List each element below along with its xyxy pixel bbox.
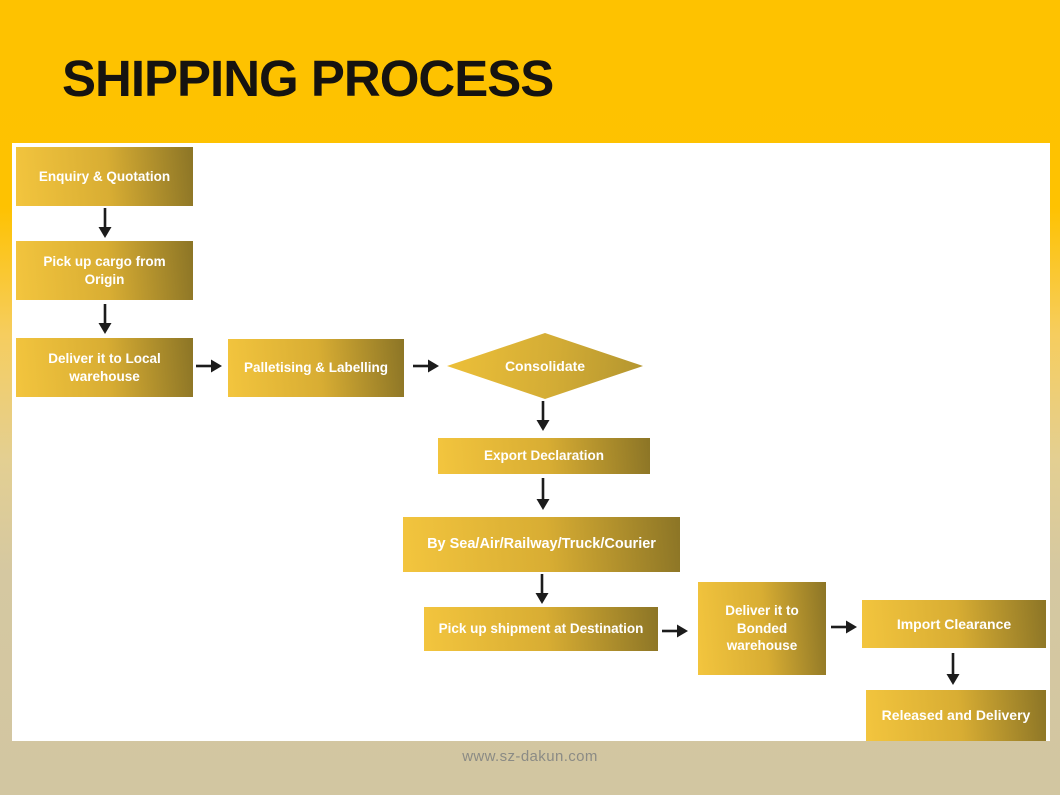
flowchart-panel: Enquiry & Quotation Pick up cargo from O… xyxy=(12,143,1050,741)
node-released-delivery: Released and Delivery xyxy=(866,690,1046,741)
node-consolidate-diamond: Consolidate xyxy=(447,333,643,399)
arrow-right-deliver-bonded-to-import-clearance xyxy=(831,620,857,634)
node-export-declaration: Export Declaration xyxy=(438,438,650,474)
arrow-down-enquiry-to-pickup-origin xyxy=(98,208,112,238)
arrow-down-pickup-origin-to-deliver-local xyxy=(98,304,112,334)
node-deliver-bonded-warehouse: Deliver it to Bonded warehouse xyxy=(698,582,826,675)
node-deliver-local-warehouse: Deliver it to Local warehouse xyxy=(16,338,193,397)
node-pickup-cargo-origin: Pick up cargo from Origin xyxy=(16,241,193,300)
node-pickup-shipment-destination: Pick up shipment at Destination xyxy=(424,607,658,651)
arrow-right-deliver-local-to-palletising xyxy=(196,359,222,373)
arrow-right-pickup-destination-to-deliver-bonded xyxy=(662,624,688,638)
arrow-down-transport-to-pickup-destination xyxy=(535,574,549,604)
node-transport-modes: By Sea/Air/Railway/Truck/Courier xyxy=(403,517,680,572)
node-enquiry-quotation: Enquiry & Quotation xyxy=(16,147,193,206)
page-title: SHIPPING PROCESS xyxy=(62,50,554,107)
arrow-down-consolidate-to-export-declaration xyxy=(536,401,550,431)
arrow-right-palletising-to-consolidate xyxy=(413,359,439,373)
node-palletising-labelling: Palletising & Labelling xyxy=(228,339,404,397)
node-import-clearance: Import Clearance xyxy=(862,600,1046,648)
footer-website-url: www.sz-dakun.com xyxy=(462,748,598,765)
arrow-down-export-declaration-to-transport xyxy=(536,478,550,510)
arrow-down-import-clearance-to-released xyxy=(946,653,960,685)
